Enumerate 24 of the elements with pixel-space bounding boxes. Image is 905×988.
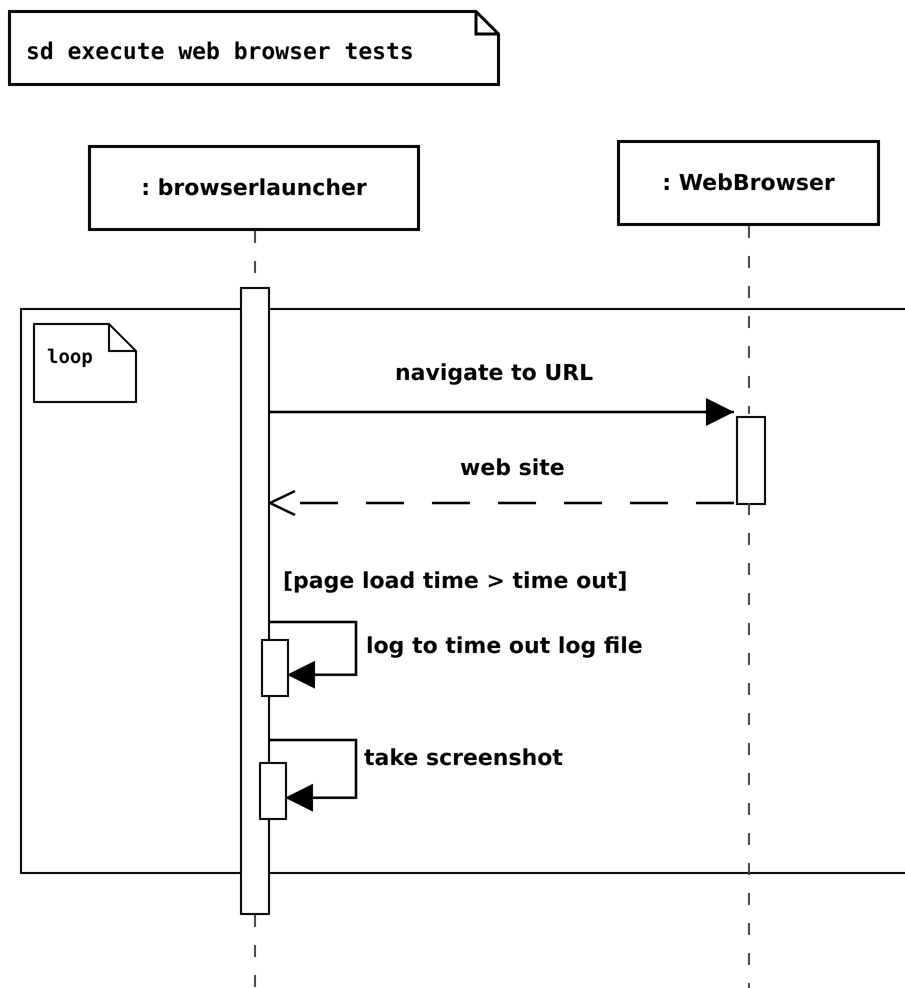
activation-bar: [259, 762, 287, 820]
diagram-frame-note: [8, 10, 500, 86]
loop-frame: [20, 308, 905, 874]
lifeline: [254, 915, 256, 988]
note-text: sd execute web browser tests: [26, 38, 414, 67]
message-label: log to time out log file: [366, 633, 643, 660]
message-label: navigate to URL: [395, 360, 594, 388]
activation-bar: [261, 639, 289, 697]
message-arrow: [270, 620, 358, 689]
guard-condition: [page load time > time out]: [283, 568, 628, 596]
lifeline: [748, 226, 750, 414]
message-arrow: [270, 398, 734, 426]
message-label: take screenshot: [364, 745, 563, 772]
message-arrow: [268, 490, 734, 516]
lifeline: [748, 503, 750, 988]
object-name: : browserlauncher: [141, 174, 367, 202]
activation-bar: [736, 416, 766, 505]
lifeline-head-box: [88, 145, 420, 231]
activation-bar: [240, 287, 270, 915]
message-label: web site: [460, 455, 565, 482]
lifeline-head-box: [617, 140, 880, 226]
object-name: : WebBrowser: [662, 170, 835, 198]
frame-operator: loop: [47, 348, 93, 367]
message-arrow: [270, 738, 358, 812]
